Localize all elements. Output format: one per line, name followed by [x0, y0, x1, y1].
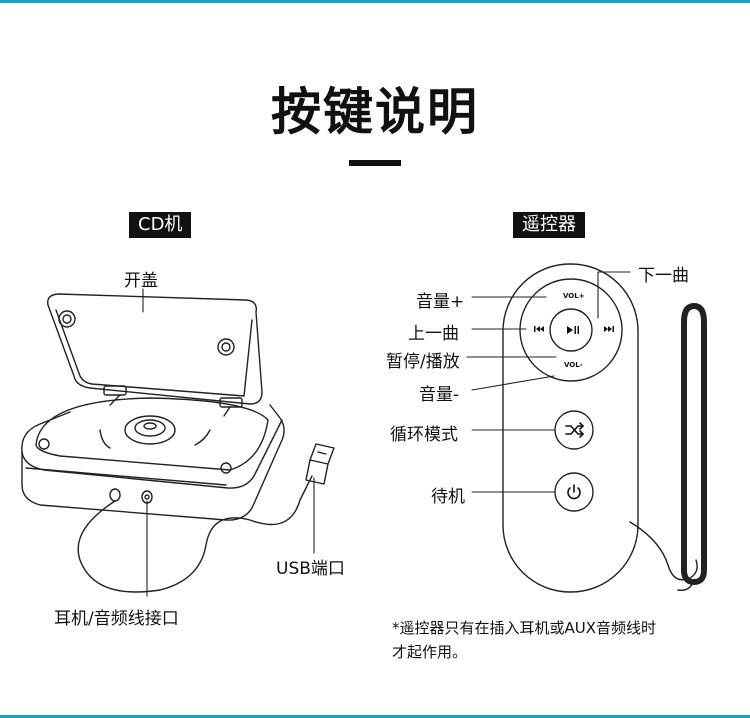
next-icon: [604, 326, 614, 332]
section-tag-cd-player: CD机: [129, 212, 192, 238]
note-line-1: *遥控器只有在插入耳机或AUX音频线时: [392, 619, 657, 637]
bottom-accent-line: [0, 715, 750, 718]
label-headphone-aux-port: 耳机/音频线接口: [54, 609, 179, 629]
remote-illustration: [502, 263, 707, 593]
play-pause-icon: [567, 326, 579, 334]
title-underline: [349, 160, 401, 166]
remote-button-glyphs: VOL+ VOL-: [534, 292, 614, 369]
section-tag-remote: 遥控器: [513, 212, 585, 238]
label-vol-down: 音量-: [419, 385, 460, 405]
label-usb-port: USB端口: [276, 559, 345, 579]
label-prev-track: 上一曲: [408, 324, 459, 344]
label-standby: 待机: [431, 487, 465, 507]
vol-minus-text: VOL-: [564, 361, 583, 369]
remote-usage-note: *遥控器只有在插入耳机或AUX音频线时 才起作用。: [392, 616, 722, 664]
label-next-track: 下一曲: [638, 266, 689, 286]
vol-plus-text: VOL+: [563, 292, 585, 300]
shuffle-icon: [565, 422, 585, 438]
label-vol-up: 音量+: [416, 292, 465, 312]
prev-icon: [534, 326, 544, 332]
cd-leader-lines: [142, 288, 315, 597]
cd-player-illustration: [21, 293, 335, 593]
label-play-pause: 暂停/播放: [386, 352, 460, 372]
page-title: 按键说明: [271, 83, 479, 141]
note-line-2: 才起作用。: [392, 643, 468, 661]
label-loop-mode: 循环模式: [390, 425, 458, 445]
label-open-lid: 开盖: [124, 271, 158, 291]
top-accent-line: [0, 0, 750, 3]
remote-leader-lines: [466, 271, 631, 493]
power-icon: [567, 484, 581, 500]
